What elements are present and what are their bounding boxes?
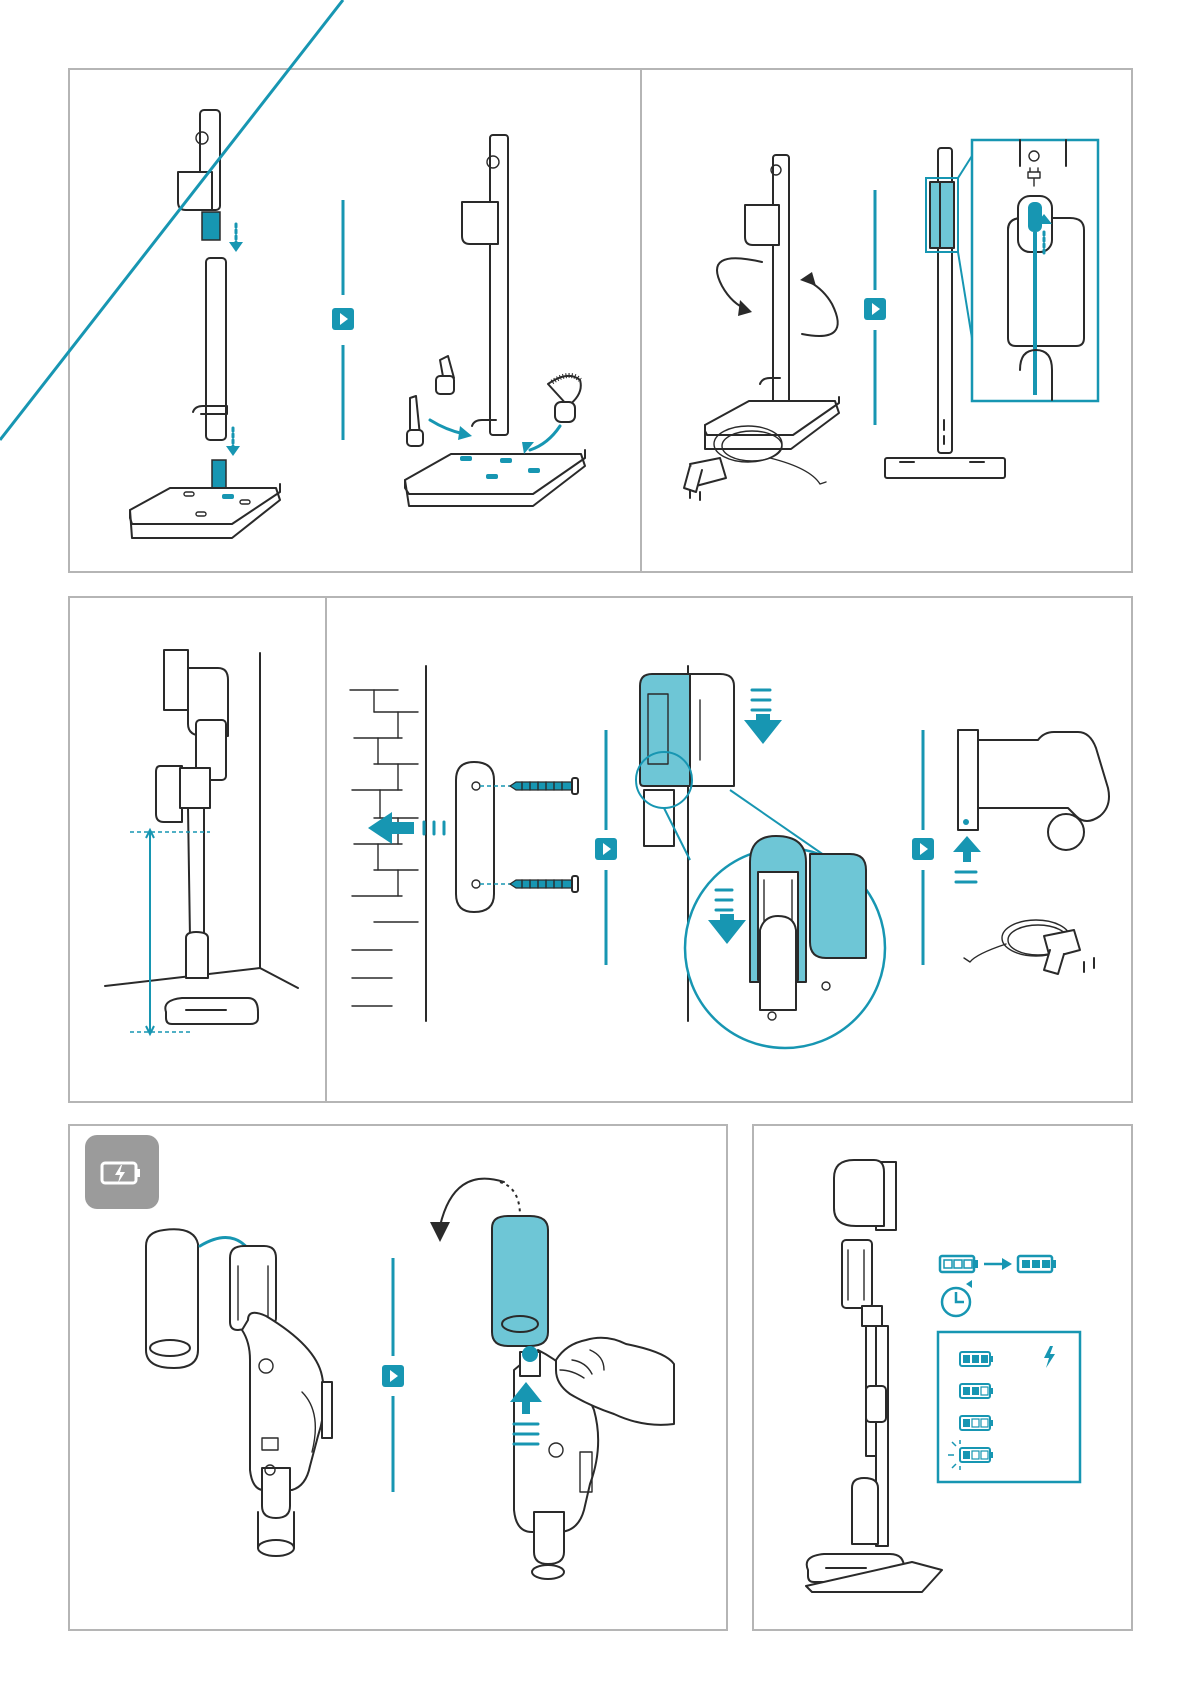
step-2-attach-holder-to-bracket xyxy=(636,666,885,1048)
step-separator xyxy=(595,730,617,965)
step-separator xyxy=(864,190,886,425)
step-4-stand-side-view-with-detail xyxy=(885,140,1098,478)
step-2-release-battery xyxy=(430,1179,674,1579)
step-3-connect-charger-cable xyxy=(684,155,839,500)
battery-charge-progress xyxy=(940,1256,1056,1272)
battery-indicator-legend xyxy=(938,1332,1080,1482)
step-2-store-accessories xyxy=(405,135,585,506)
step-separator xyxy=(912,730,934,965)
vacuum-on-floor-stand xyxy=(806,1160,942,1592)
step-1-insert-battery xyxy=(146,1229,332,1556)
clock-icon xyxy=(942,1280,972,1316)
step-1-attach-tube-to-base xyxy=(130,110,280,538)
step-separator xyxy=(0,0,354,440)
step-3-connect-charger-to-holder xyxy=(953,730,1109,974)
step-1-drill-and-screw-bracket xyxy=(350,666,578,1021)
step-separator xyxy=(382,1258,404,1492)
wall-mount-height-illustration xyxy=(105,650,298,1034)
battery-charging-icon xyxy=(102,1163,140,1183)
